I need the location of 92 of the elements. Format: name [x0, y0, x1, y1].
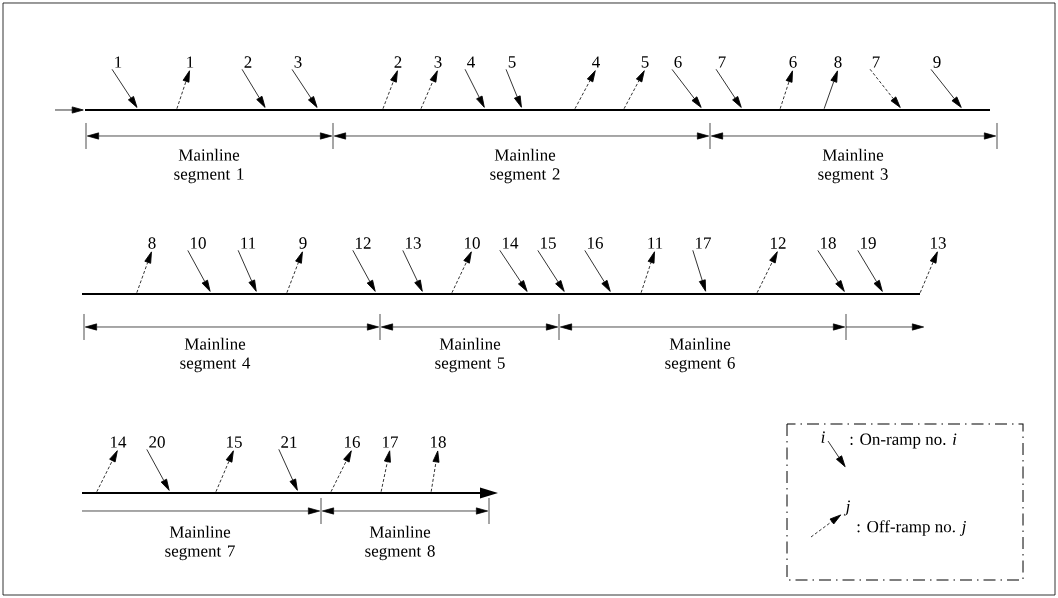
mainline-road [82, 487, 498, 499]
ramp-number: 4 [467, 56, 475, 68]
ramp-arrow [919, 251, 938, 294]
ramp-arrow [278, 448, 298, 491]
ramp-number: 20 [149, 436, 165, 448]
segment-label: Mainline segment 4 [180, 337, 251, 373]
ramp-number: 21 [281, 436, 297, 448]
ramp-arrow [692, 249, 706, 292]
ramp-arrow [382, 70, 398, 110]
ramp-number: 11 [241, 237, 256, 249]
ramp-arrow [96, 450, 118, 493]
ramp-number: 18 [431, 436, 446, 448]
legend-letter: j [843, 500, 850, 516]
ramp-arrow [146, 449, 170, 491]
ramp-arrow [352, 249, 376, 292]
ramp-arrow [857, 250, 883, 292]
ramp-arrow [869, 68, 901, 108]
ramp-arrow [671, 69, 702, 108]
ramp-number: 17 [383, 436, 398, 448]
ramp-number: 15 [227, 436, 242, 448]
segment-label: Mainline segment 3 [818, 148, 888, 184]
ramp-number: 9 [933, 56, 941, 68]
ramp-arrow [574, 70, 596, 110]
ramp-arrow [817, 250, 845, 292]
ramp-arrow [176, 70, 190, 110]
ramp-arrow [930, 69, 962, 108]
ramp-number: 6 [674, 56, 682, 68]
ramp-arrow [430, 450, 440, 493]
segment-label: Mainline segment 2 [490, 148, 560, 184]
ramp-number: 11 [648, 237, 663, 249]
ramp-number: 14 [503, 237, 519, 249]
segment-label: Mainline segment 1 [174, 148, 244, 184]
ramp-arrow [215, 450, 234, 493]
ramp-arrow [537, 250, 565, 292]
ramp-number: 12 [356, 237, 371, 249]
ramp-number: 5 [641, 56, 649, 68]
ramp-number: 16 [588, 237, 603, 249]
ramp-number: 7 [872, 56, 880, 68]
ramp-arrow [823, 70, 838, 110]
ramp-arrow [380, 450, 391, 493]
ramp-arrow [623, 70, 645, 110]
ramp-arrow [402, 250, 423, 292]
ramp-arrow [505, 68, 522, 108]
ramp-number: 1 [115, 56, 122, 68]
ramp-number: 14 [111, 436, 127, 448]
ramp-number: 3 [294, 56, 302, 68]
ramp-number: 5 [508, 56, 516, 68]
ramp-number: 19 [861, 237, 876, 249]
ramp-number: 8 [834, 56, 842, 68]
ramp-number: 2 [394, 56, 402, 68]
ramp-arrow [187, 250, 211, 292]
ramp-number: 2 [244, 56, 252, 68]
ramp-number: 17 [696, 237, 711, 249]
ramp-number: 13 [406, 237, 421, 249]
ramp-number: 6 [789, 56, 797, 68]
ramp-arrow [715, 68, 742, 108]
ramp-arrow [330, 450, 352, 493]
ramp-number: 10 [191, 237, 206, 249]
ramp-arrow [420, 70, 438, 110]
ramp-number: 1 [187, 56, 194, 68]
ramp-arrow [241, 68, 266, 108]
ramp-number: 16 [345, 436, 360, 448]
ramp-number: 9 [299, 237, 307, 249]
ramp-arrow [291, 69, 318, 108]
ramp-number: 4 [592, 56, 600, 68]
ramp-number: 3 [434, 56, 442, 68]
ramp-arrow [584, 250, 611, 292]
segment-label: Mainline segment 5 [435, 337, 505, 373]
ramp-number: 13 [931, 237, 946, 249]
legend-letter: i [821, 431, 825, 443]
segment-label: Mainline segment 7 [165, 525, 235, 561]
entry-arrow [54, 106, 84, 114]
ramp-number: 7 [718, 56, 726, 68]
ramp-arrow [111, 68, 138, 108]
ramp-arrow [451, 251, 472, 294]
ramp-arrow [286, 251, 303, 294]
ramp-number: 12 [771, 237, 786, 249]
ramp-arrow [136, 251, 152, 294]
ramp-number: 15 [541, 237, 556, 249]
segment-label: Mainline segment 6 [665, 337, 735, 373]
ramp-arrow [779, 70, 793, 110]
ramp-number: 8 [148, 237, 156, 249]
ramp-arrow [464, 68, 485, 108]
ramp-number: 18 [821, 237, 836, 249]
segment-label: Mainline segment 8 [365, 525, 435, 561]
legend-text: : Off-ramp no. j [857, 520, 966, 536]
ramp-arrow [237, 249, 257, 292]
ramp-arrow [640, 251, 655, 294]
ramp-arrow [499, 249, 528, 292]
ramp-arrow [756, 251, 778, 294]
legend-text: : On-ramp no. i [850, 433, 957, 449]
ramp-number: 10 [465, 237, 480, 249]
